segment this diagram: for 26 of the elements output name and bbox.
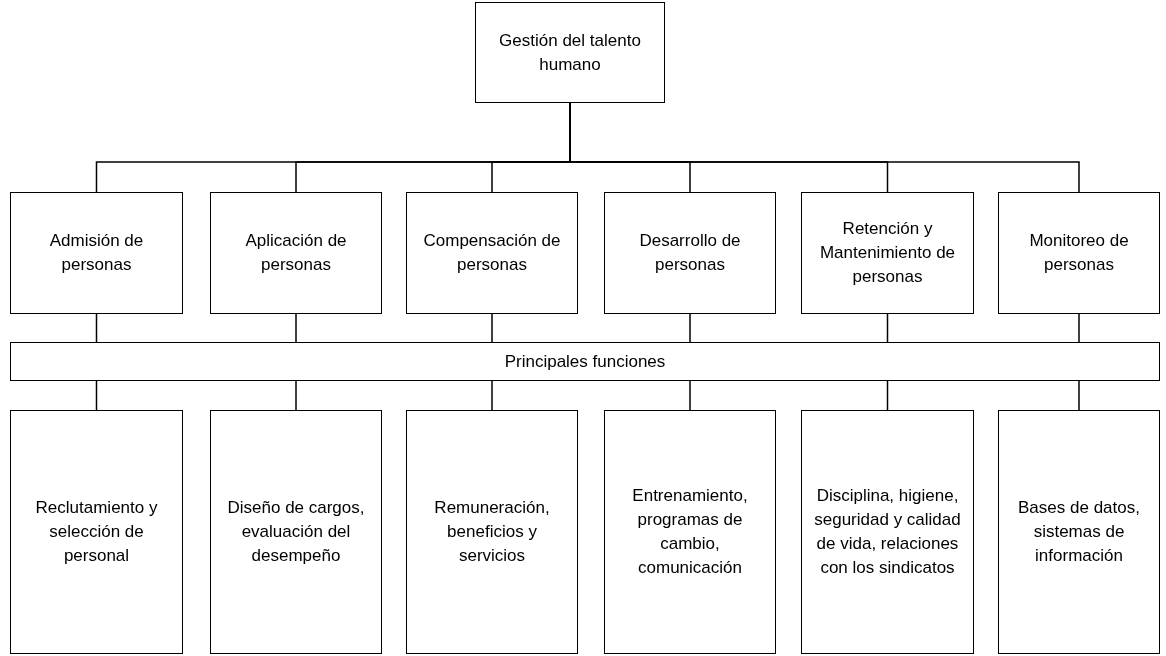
connector-line: [491, 380, 493, 411]
connector-line: [295, 380, 297, 411]
org-box: Admisión de personas: [10, 192, 183, 314]
org-box: Diseño de cargos, evaluación del desempeño: [210, 410, 382, 654]
org-box: Bases de datos, sistemas de información: [998, 410, 1160, 654]
connector-line: [689, 380, 691, 411]
connector-line: [95, 313, 98, 343]
connector-line: [491, 313, 493, 343]
org-box: Compensación de personas: [406, 192, 578, 314]
org-box: Monitoreo de personas: [998, 192, 1160, 314]
connector-line: [886, 313, 889, 343]
connector-line: [95, 380, 98, 411]
connector-line: [1078, 380, 1080, 411]
connector-line: [295, 313, 297, 343]
band-box: Principales funciones: [10, 342, 1160, 381]
org-box: Retención y Mantenimiento de personas: [801, 192, 974, 314]
connector-line: [689, 313, 691, 343]
org-box: Desarrollo de personas: [604, 192, 776, 314]
org-box: Entrenamiento, programas de cambio, comunicación: [604, 410, 776, 654]
org-box: Remuneración, beneficios y servicios: [406, 410, 578, 654]
connector-line: [1078, 313, 1080, 343]
org-box: Disciplina, higiene, seguridad y calidad de vida, relaciones con los sindicatos: [801, 410, 974, 654]
org-box: Gestión del talento humano: [475, 2, 665, 103]
org-box: Aplicación de personas: [210, 192, 382, 314]
org-box: Reclutamiento y selección de personal: [10, 410, 183, 654]
connector-line: [886, 380, 889, 411]
